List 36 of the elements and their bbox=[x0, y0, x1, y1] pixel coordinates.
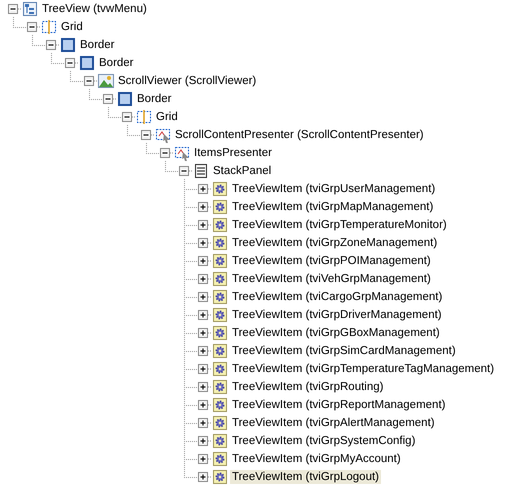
node-label: ScrollViewer (ScrollViewer) bbox=[117, 74, 258, 88]
node-label: TreeViewItem (tviGrpMyAccount) bbox=[231, 452, 402, 466]
node-label: TreeViewItem (tviGrpReportManagement) bbox=[231, 398, 446, 412]
tree-connector bbox=[127, 124, 142, 136]
node-label: TreeViewItem (tviGrpTemperatureMonitor) bbox=[231, 218, 448, 232]
node-label: TreeViewItem (tviGrpLogout) bbox=[230, 470, 382, 484]
node-label: TreeViewItem (tviGrpSimCardManagement) bbox=[231, 344, 457, 358]
node-label: TreeViewItem (tviGrpGBoxManagement) bbox=[231, 326, 441, 340]
node-label: TreeViewItem (tviGrpTemperatureTagManagement) bbox=[231, 362, 496, 376]
node-label: TreeViewItem (tviCargoGrpManagement) bbox=[231, 290, 444, 304]
tree-connector bbox=[13, 16, 28, 28]
node-label: TreeViewItem (tviGrpDriverManagement) bbox=[231, 308, 443, 322]
tree-connector bbox=[70, 70, 84, 82]
tree-connector bbox=[165, 160, 180, 172]
node-label: StackPanel bbox=[212, 164, 272, 178]
node-label: TreeViewItem (tviGrpSystemConfig) bbox=[231, 434, 416, 448]
node-label: TreeViewItem (tviVehGrpManagement) bbox=[231, 272, 432, 286]
node-label: Border bbox=[79, 38, 116, 52]
node-label: TreeViewItem (tviGrpAlertManagement) bbox=[231, 416, 436, 430]
node-label: TreeViewItem (tviGrpMapManagement) bbox=[231, 200, 434, 214]
node-label: Grid bbox=[155, 110, 179, 124]
node-label: TreeViewItem (tviGrpUserManagement) bbox=[231, 182, 436, 196]
tree-connector bbox=[32, 34, 46, 46]
node-label: Border bbox=[98, 56, 135, 70]
node-label: Grid bbox=[60, 20, 84, 34]
tree-connector bbox=[146, 142, 160, 154]
node-label: Border bbox=[136, 92, 173, 106]
tree-connector bbox=[89, 88, 104, 100]
node-label: TreeViewItem (tviGrpZoneManagement) bbox=[231, 236, 438, 250]
node-label: TreeView (tvwMenu) bbox=[41, 2, 148, 16]
node-label: TreeViewItem (tviGrpRouting) bbox=[231, 380, 384, 394]
node-label: TreeViewItem (tviGrpPOIManagement) bbox=[231, 254, 432, 268]
node-label: ItemsPresenter bbox=[193, 146, 273, 160]
tree-connector bbox=[108, 106, 122, 118]
tree-connector bbox=[51, 52, 66, 64]
node-label: ScrollContentPresenter (ScrollContentPresenter) bbox=[174, 128, 425, 142]
